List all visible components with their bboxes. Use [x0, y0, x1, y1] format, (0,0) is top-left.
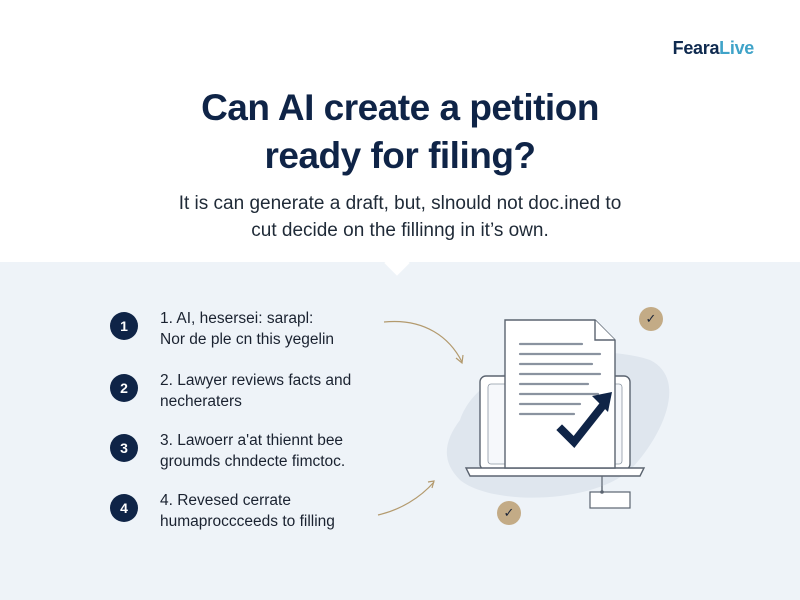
step-text: 4. Revesed cerrate humaproccceeds to fil…	[160, 490, 430, 532]
step-text-line1: 4. Revesed cerrate	[160, 492, 291, 509]
step-text: 1. AI, hesersei: sarapl: Nor de ple cn t…	[160, 308, 430, 350]
page-title-line1: Can AI create a petition	[201, 87, 599, 128]
check-badge-bottom-icon: ✓	[497, 501, 521, 525]
page-subtitle-line2: cut decide on the fillinng in it’s own.	[251, 220, 549, 241]
page-title-line2: ready for filing?	[264, 135, 536, 176]
brand-logo: FearaLive	[672, 38, 755, 59]
step-item-2: 2 2. Lawyer reviews facts and necherater…	[110, 370, 430, 418]
step-text-line2: Nor de ple cn this yegelin	[160, 331, 335, 348]
step-text-line2: groumds chndecte fimctoc.	[160, 453, 346, 470]
step-number-badge: 3	[110, 434, 138, 462]
brand-logo-part2: Live	[719, 38, 754, 58]
page-title: Can AI create a petition ready for filin…	[0, 84, 800, 180]
step-number-badge: 2	[110, 374, 138, 402]
step-text-line1: 1. AI, hesersei: sarapl:	[160, 310, 314, 327]
step-item-1: 1 1. AI, hesersei: sarapl: Nor de ple cn…	[110, 308, 430, 356]
laptop-document-icon	[446, 319, 670, 509]
step-text-line2: necheraters	[160, 393, 242, 410]
check-badge-top-icon: ✓	[639, 307, 663, 331]
arrow-top-icon	[383, 320, 463, 363]
brand-logo-part1: Feara	[672, 38, 720, 58]
header-panel	[0, 0, 800, 262]
step-text: 3. Lawoerr a'at thiennt bee groumds chnd…	[160, 430, 430, 472]
step-text-line1: 3. Lawoerr a'at thiennt bee	[160, 432, 344, 449]
step-item-3: 3 3. Lawoerr a'at thiennt bee groumds ch…	[110, 430, 430, 478]
arrow-bottom-icon	[377, 481, 435, 516]
step-text-line1: 2. Lawyer reviews facts and	[160, 372, 352, 389]
step-number-badge: 1	[110, 312, 138, 340]
page-subtitle-line1: It is can generate a draft, but, slnould…	[178, 193, 622, 214]
step-text: 2. Lawyer reviews facts and necheraters	[160, 370, 430, 412]
step-item-4: 4 4. Revesed cerrate humaproccceeds to f…	[110, 490, 430, 538]
step-number-badge: 4	[110, 494, 138, 522]
document-laptop-illustration: ✓ ✓	[360, 300, 680, 540]
connector-arrows	[377, 320, 464, 516]
page-subtitle: It is can generate a draft, but, slnould…	[0, 190, 800, 244]
step-text-line2: humaproccceeds to filling	[160, 513, 335, 530]
